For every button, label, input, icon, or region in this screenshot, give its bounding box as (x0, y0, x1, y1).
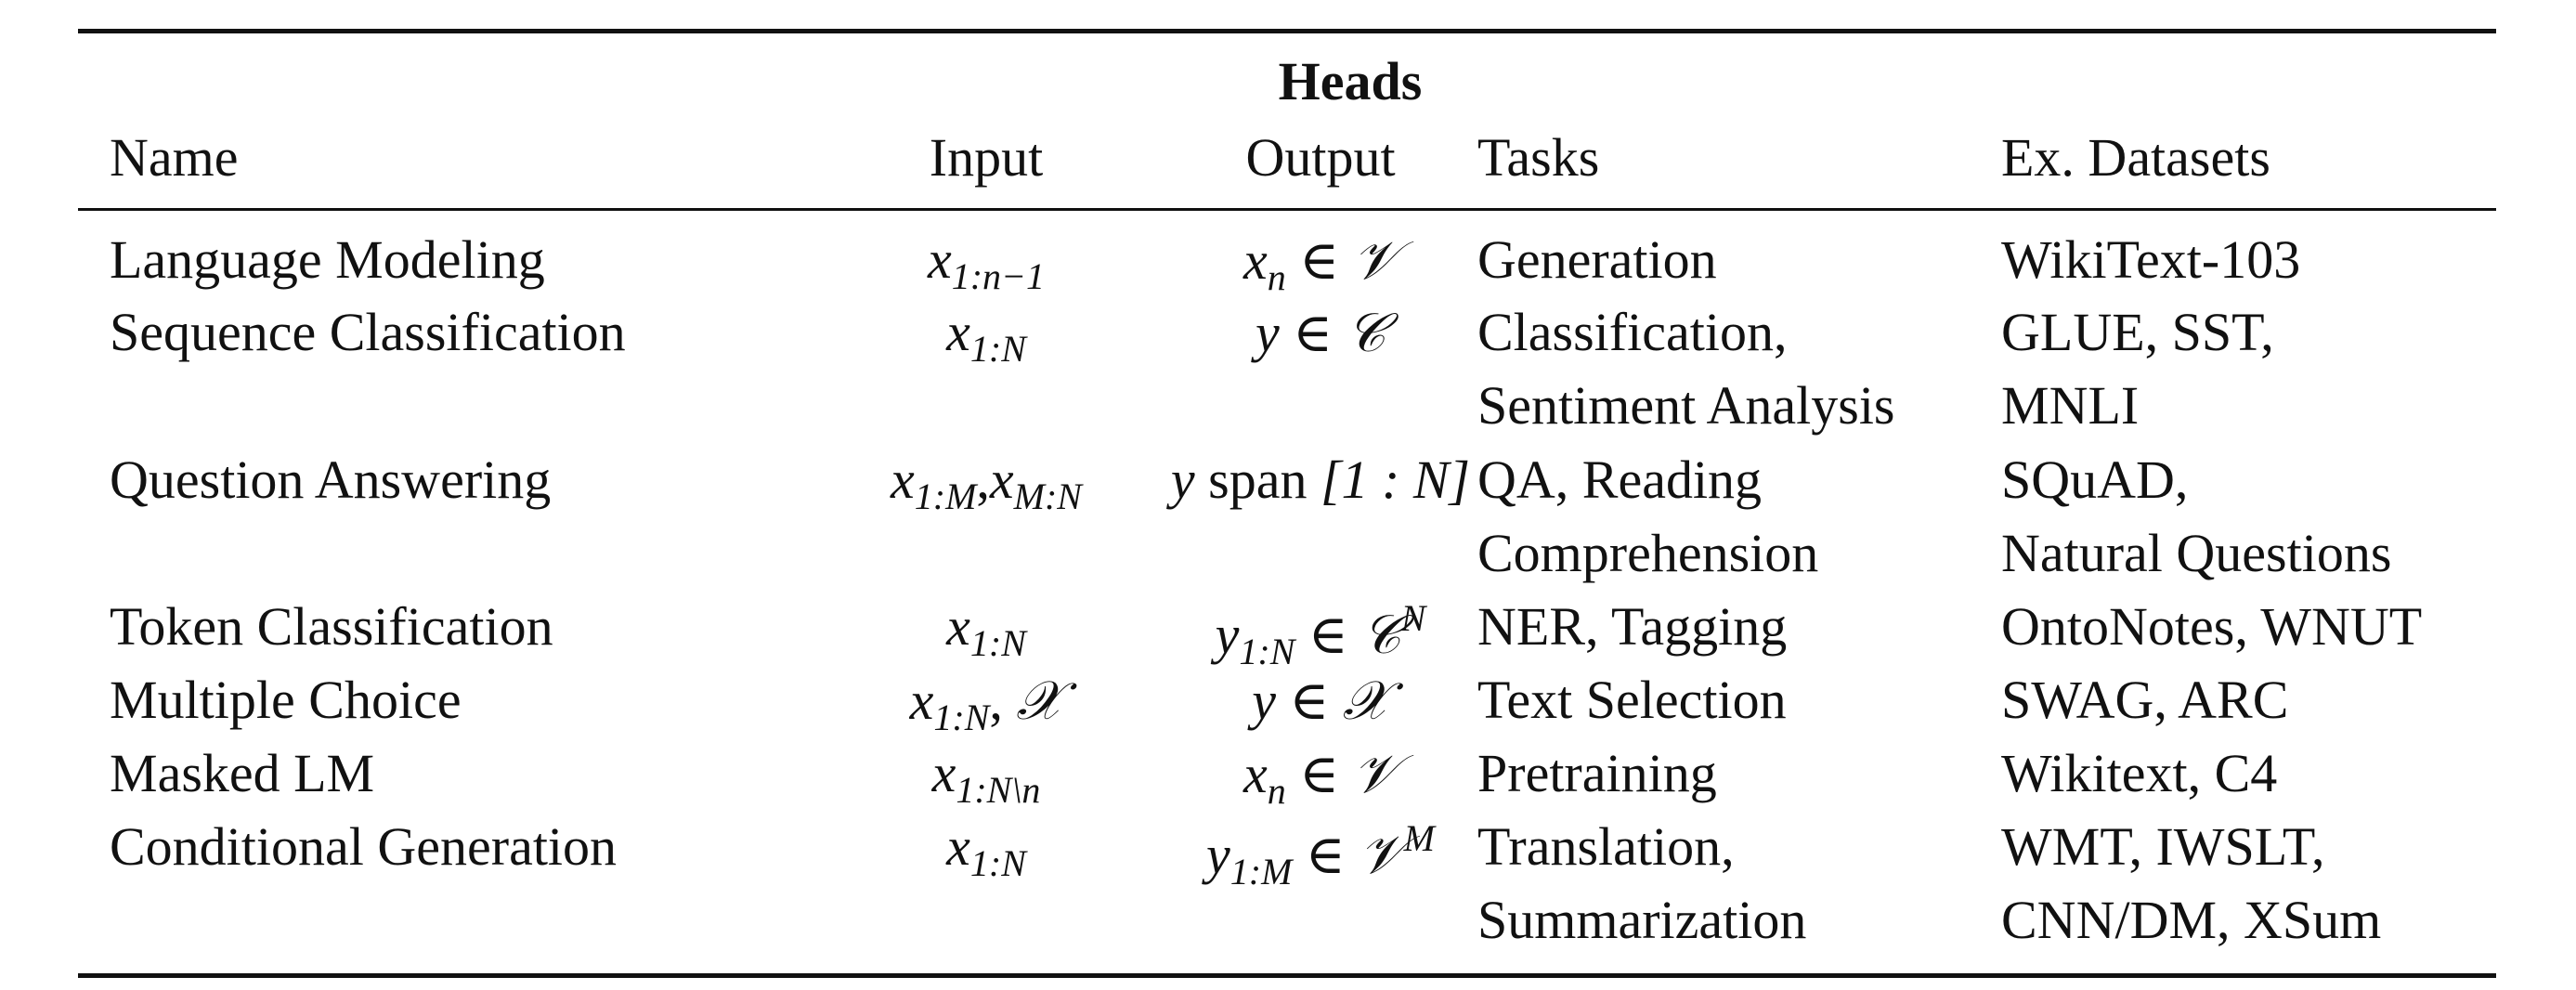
row-output: y span [1 : N] (1170, 449, 1471, 510)
row-dataset: Wikitext, C4 (2001, 743, 2278, 803)
column-header-tasks: Tasks (1477, 127, 1600, 188)
row-dataset: SWAG, ARC (2001, 670, 2289, 730)
row-input: x1:N, 𝒳 (909, 669, 1063, 738)
row-output: xn ∈ 𝒱 (1242, 228, 1398, 298)
row-output: y1:N ∈ 𝒞N (1215, 597, 1426, 672)
row-task: NER, Tagging (1477, 596, 1788, 657)
row-task: QA, Reading (1477, 449, 1763, 510)
row-output: y ∈ 𝒞 (1255, 301, 1386, 364)
column-header-output: Output (1245, 127, 1396, 188)
row-name: Multiple Choice (110, 670, 462, 730)
row-input: x1:N\n (931, 743, 1041, 811)
row-dataset-continued: MNLI (2001, 375, 2140, 436)
bottom-rule (78, 973, 2496, 978)
row-dataset: SQuAD, (2001, 449, 2189, 510)
column-header-input: Input (929, 127, 1044, 188)
row-output: y1:M ∈ 𝒱M (1206, 817, 1435, 892)
row-name: Conditional Generation (110, 816, 618, 877)
heads-table: Heads Name Input Output Tasks Ex. Datase… (78, 29, 2496, 978)
row-task: Pretraining (1477, 743, 1717, 803)
row-name: Masked LM (110, 743, 375, 803)
column-header-name: Name (110, 127, 239, 188)
row-input: x1:M,xM:N (891, 449, 1082, 517)
row-task-continued: Sentiment Analysis (1477, 375, 1895, 436)
row-input: x1:n−1 (927, 229, 1046, 297)
row-dataset: GLUE, SST, (2001, 302, 2274, 362)
header-rule (78, 208, 2496, 211)
row-input: x1:N (946, 302, 1026, 370)
row-dataset: OntoNotes, WNUT (2001, 596, 2423, 657)
row-task: Classification, (1477, 302, 1788, 362)
row-name: Language Modeling (110, 229, 545, 290)
row-task-continued: Comprehension (1477, 523, 1819, 583)
row-dataset-continued: Natural Questions (2001, 523, 2392, 583)
row-dataset: WikiText-103 (2001, 229, 2301, 290)
row-name: Question Answering (110, 449, 552, 510)
row-task: Text Selection (1477, 670, 1787, 730)
row-name: Token Classification (110, 596, 553, 657)
row-task-continued: Summarization (1477, 890, 1807, 950)
row-input: x1:N (946, 816, 1026, 884)
row-task: Generation (1477, 229, 1717, 290)
row-dataset: WMT, IWSLT, (2001, 816, 2325, 877)
row-output: y ∈ 𝒳 (1252, 669, 1389, 732)
row-name: Sequence Classification (110, 302, 626, 362)
top-rule (78, 29, 2496, 33)
row-dataset-continued: CNN/DM, XSum (2001, 890, 2382, 950)
row-input: x1:N (946, 596, 1026, 664)
row-task: Translation, (1477, 816, 1735, 877)
row-output: xn ∈ 𝒱 (1242, 742, 1398, 812)
group-header-heads: Heads (1278, 51, 1423, 111)
column-header-datasets: Ex. Datasets (2001, 127, 2270, 188)
